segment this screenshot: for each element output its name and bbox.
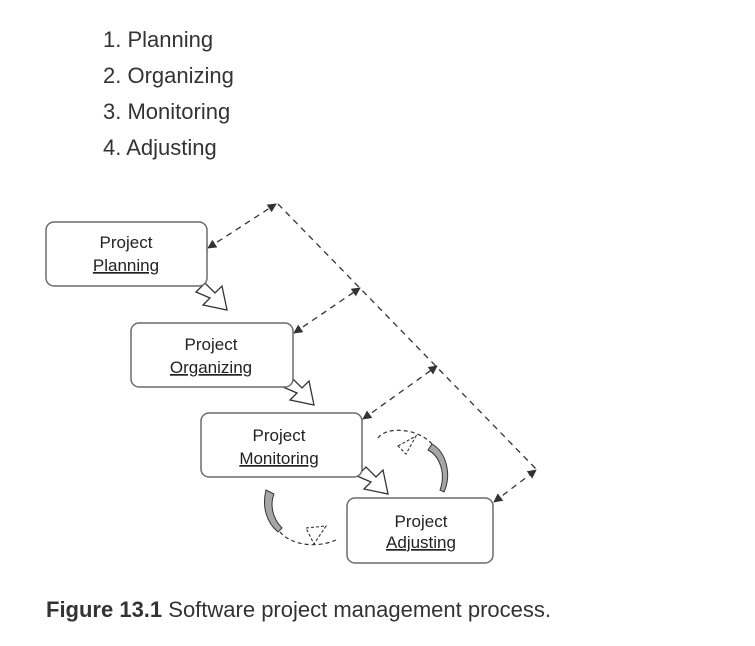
list-item-planning: 1. Planning <box>103 27 214 52</box>
figure-caption: Figure 13.1 Software project management … <box>46 597 551 623</box>
box-planning-line2: Planning <box>93 256 159 275</box>
feedback-arrow-organizing <box>293 287 361 334</box>
box-monitoring-line2: Monitoring <box>239 449 318 468</box>
cycle-arrow-dashed-right-head <box>397 434 418 455</box>
box-project-planning: Project Planning <box>45 221 208 287</box>
list-item-monitoring: 3. Monitoring <box>103 99 231 124</box>
feedback-diagonal-line <box>277 203 538 471</box>
cycle-arrow-solid-left <box>264 489 283 533</box>
list-item-adjusting: 4. Adjusting <box>103 135 217 160</box>
box-organizing-line1: Project <box>185 335 238 354</box>
feedback-arrow-planning <box>207 203 277 249</box>
flow-arrow-monitoring-to-adjusting <box>355 466 389 495</box>
box-adjusting-line2: Adjusting <box>386 533 456 552</box>
feedback-arrow-adjusting <box>493 469 537 503</box>
box-project-organizing: Project Organizing <box>130 322 294 388</box>
box-project-monitoring: Project Monitoring <box>200 412 363 478</box>
flow-arrow-planning-to-organizing <box>194 282 228 311</box>
box-monitoring-line1: Project <box>253 426 306 445</box>
list-item-organizing: 2. Organizing <box>103 63 234 88</box>
figure-caption-text: Software project management process. <box>162 597 552 622</box>
cycle-arrow-dashed-right <box>377 429 433 445</box>
cycle-arrow-solid-right <box>427 443 448 493</box>
steps-list: 1. Planning 2. Organizing 3. Monitoring … <box>103 22 234 166</box>
box-organizing-line2: Organizing <box>170 358 252 377</box>
cycle-arrow-dashed-left <box>279 531 337 546</box>
feedback-arrow-monitoring <box>362 365 438 420</box>
figure-caption-label: Figure 13.1 <box>46 597 163 622</box>
box-project-adjusting: Project Adjusting <box>346 497 494 564</box>
box-planning-line1: Project <box>100 233 153 252</box>
cycle-arrow-dashed-left-head <box>305 525 328 546</box>
box-adjusting-line1: Project <box>395 512 448 531</box>
